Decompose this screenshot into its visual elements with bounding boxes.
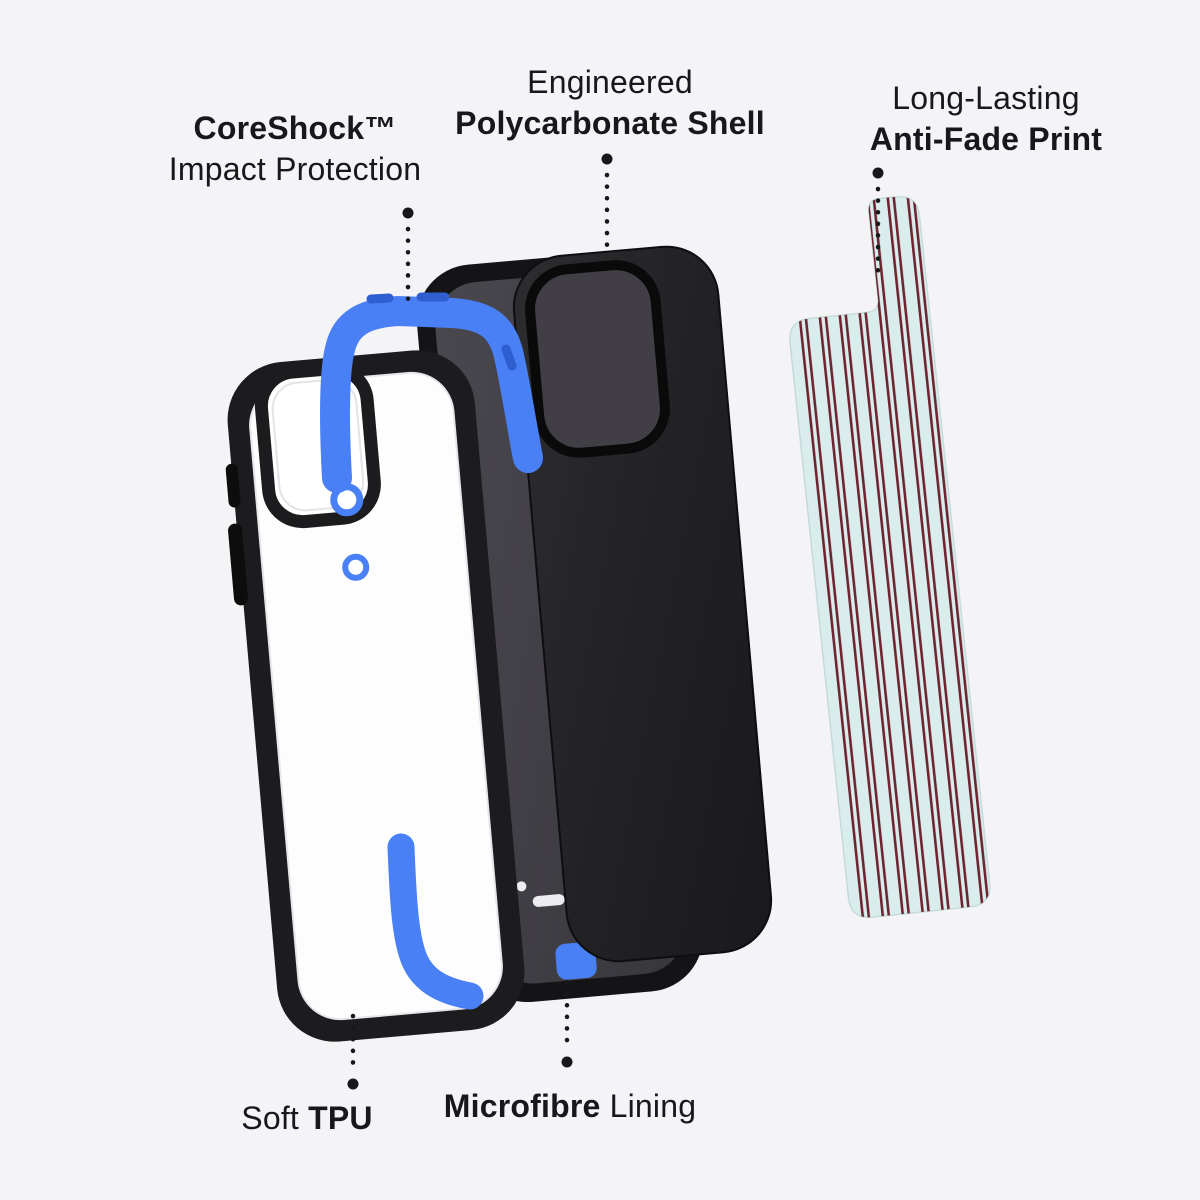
callout-print-emphasis: Anti-Fade Print	[869, 120, 1103, 157]
coreshock-bottom-insert	[387, 833, 484, 1010]
anti-fade-print-layer	[789, 195, 991, 919]
connector-dot	[872, 167, 884, 179]
connector-shell	[601, 153, 613, 252]
print-sheet-stripes	[789, 196, 990, 918]
connector-lining	[561, 979, 573, 1068]
coreshock-arch	[320, 295, 543, 493]
tpu-frame-layer	[225, 350, 525, 1042]
connector-dot	[561, 1056, 573, 1068]
port-hole-icon	[516, 881, 527, 892]
callout-tpu-emphasis: TPU	[308, 1100, 373, 1136]
callout-shell: Engineered Polycarbonate Shell	[455, 62, 765, 144]
connector-dot	[402, 207, 414, 219]
polycarbonate-shell-layer	[512, 245, 773, 963]
callout-tpu: Soft TPU	[241, 1098, 372, 1139]
callout-lining-emphasis: Microfibre	[443, 1088, 601, 1124]
coreshock-top-insert	[320, 292, 543, 493]
camera-cutout-inner-line	[271, 378, 365, 512]
charge-port-icon	[532, 894, 565, 907]
side-button-icon	[225, 463, 241, 508]
shell-camera-opening	[525, 260, 670, 458]
lens-ring-icon	[342, 553, 370, 581]
callout-lining-rest: Lining	[609, 1088, 697, 1124]
connector-coreshock	[402, 207, 414, 306]
callout-print: Long-Lasting Anti-Fade Print	[870, 78, 1102, 160]
callout-lining: Microfibre Lining	[444, 1086, 696, 1127]
coreshock-notch-icon	[501, 344, 517, 371]
coreshock-notch-icon	[366, 293, 394, 304]
connector-tpu	[347, 1013, 359, 1090]
callout-tpu-lead: Soft	[241, 1100, 300, 1136]
coreshock-bottom-strip	[387, 833, 484, 1010]
side-button-icon	[228, 523, 248, 606]
callout-shell-lead: Engineered	[527, 64, 693, 100]
callout-shell-emphasis: Polycarbonate Shell	[455, 104, 765, 141]
callout-coreshock-brand: CoreShock™	[193, 110, 397, 146]
connector-dot	[347, 1078, 359, 1090]
callout-coreshock: CoreShock™ Impact Protection	[169, 108, 421, 190]
tpu-corner-accent	[555, 942, 597, 980]
callout-coreshock-descriptor: Impact Protection	[168, 150, 422, 187]
connector-print	[872, 167, 884, 275]
connector-dot	[601, 153, 613, 165]
callout-print-lead: Long-Lasting	[892, 80, 1080, 116]
